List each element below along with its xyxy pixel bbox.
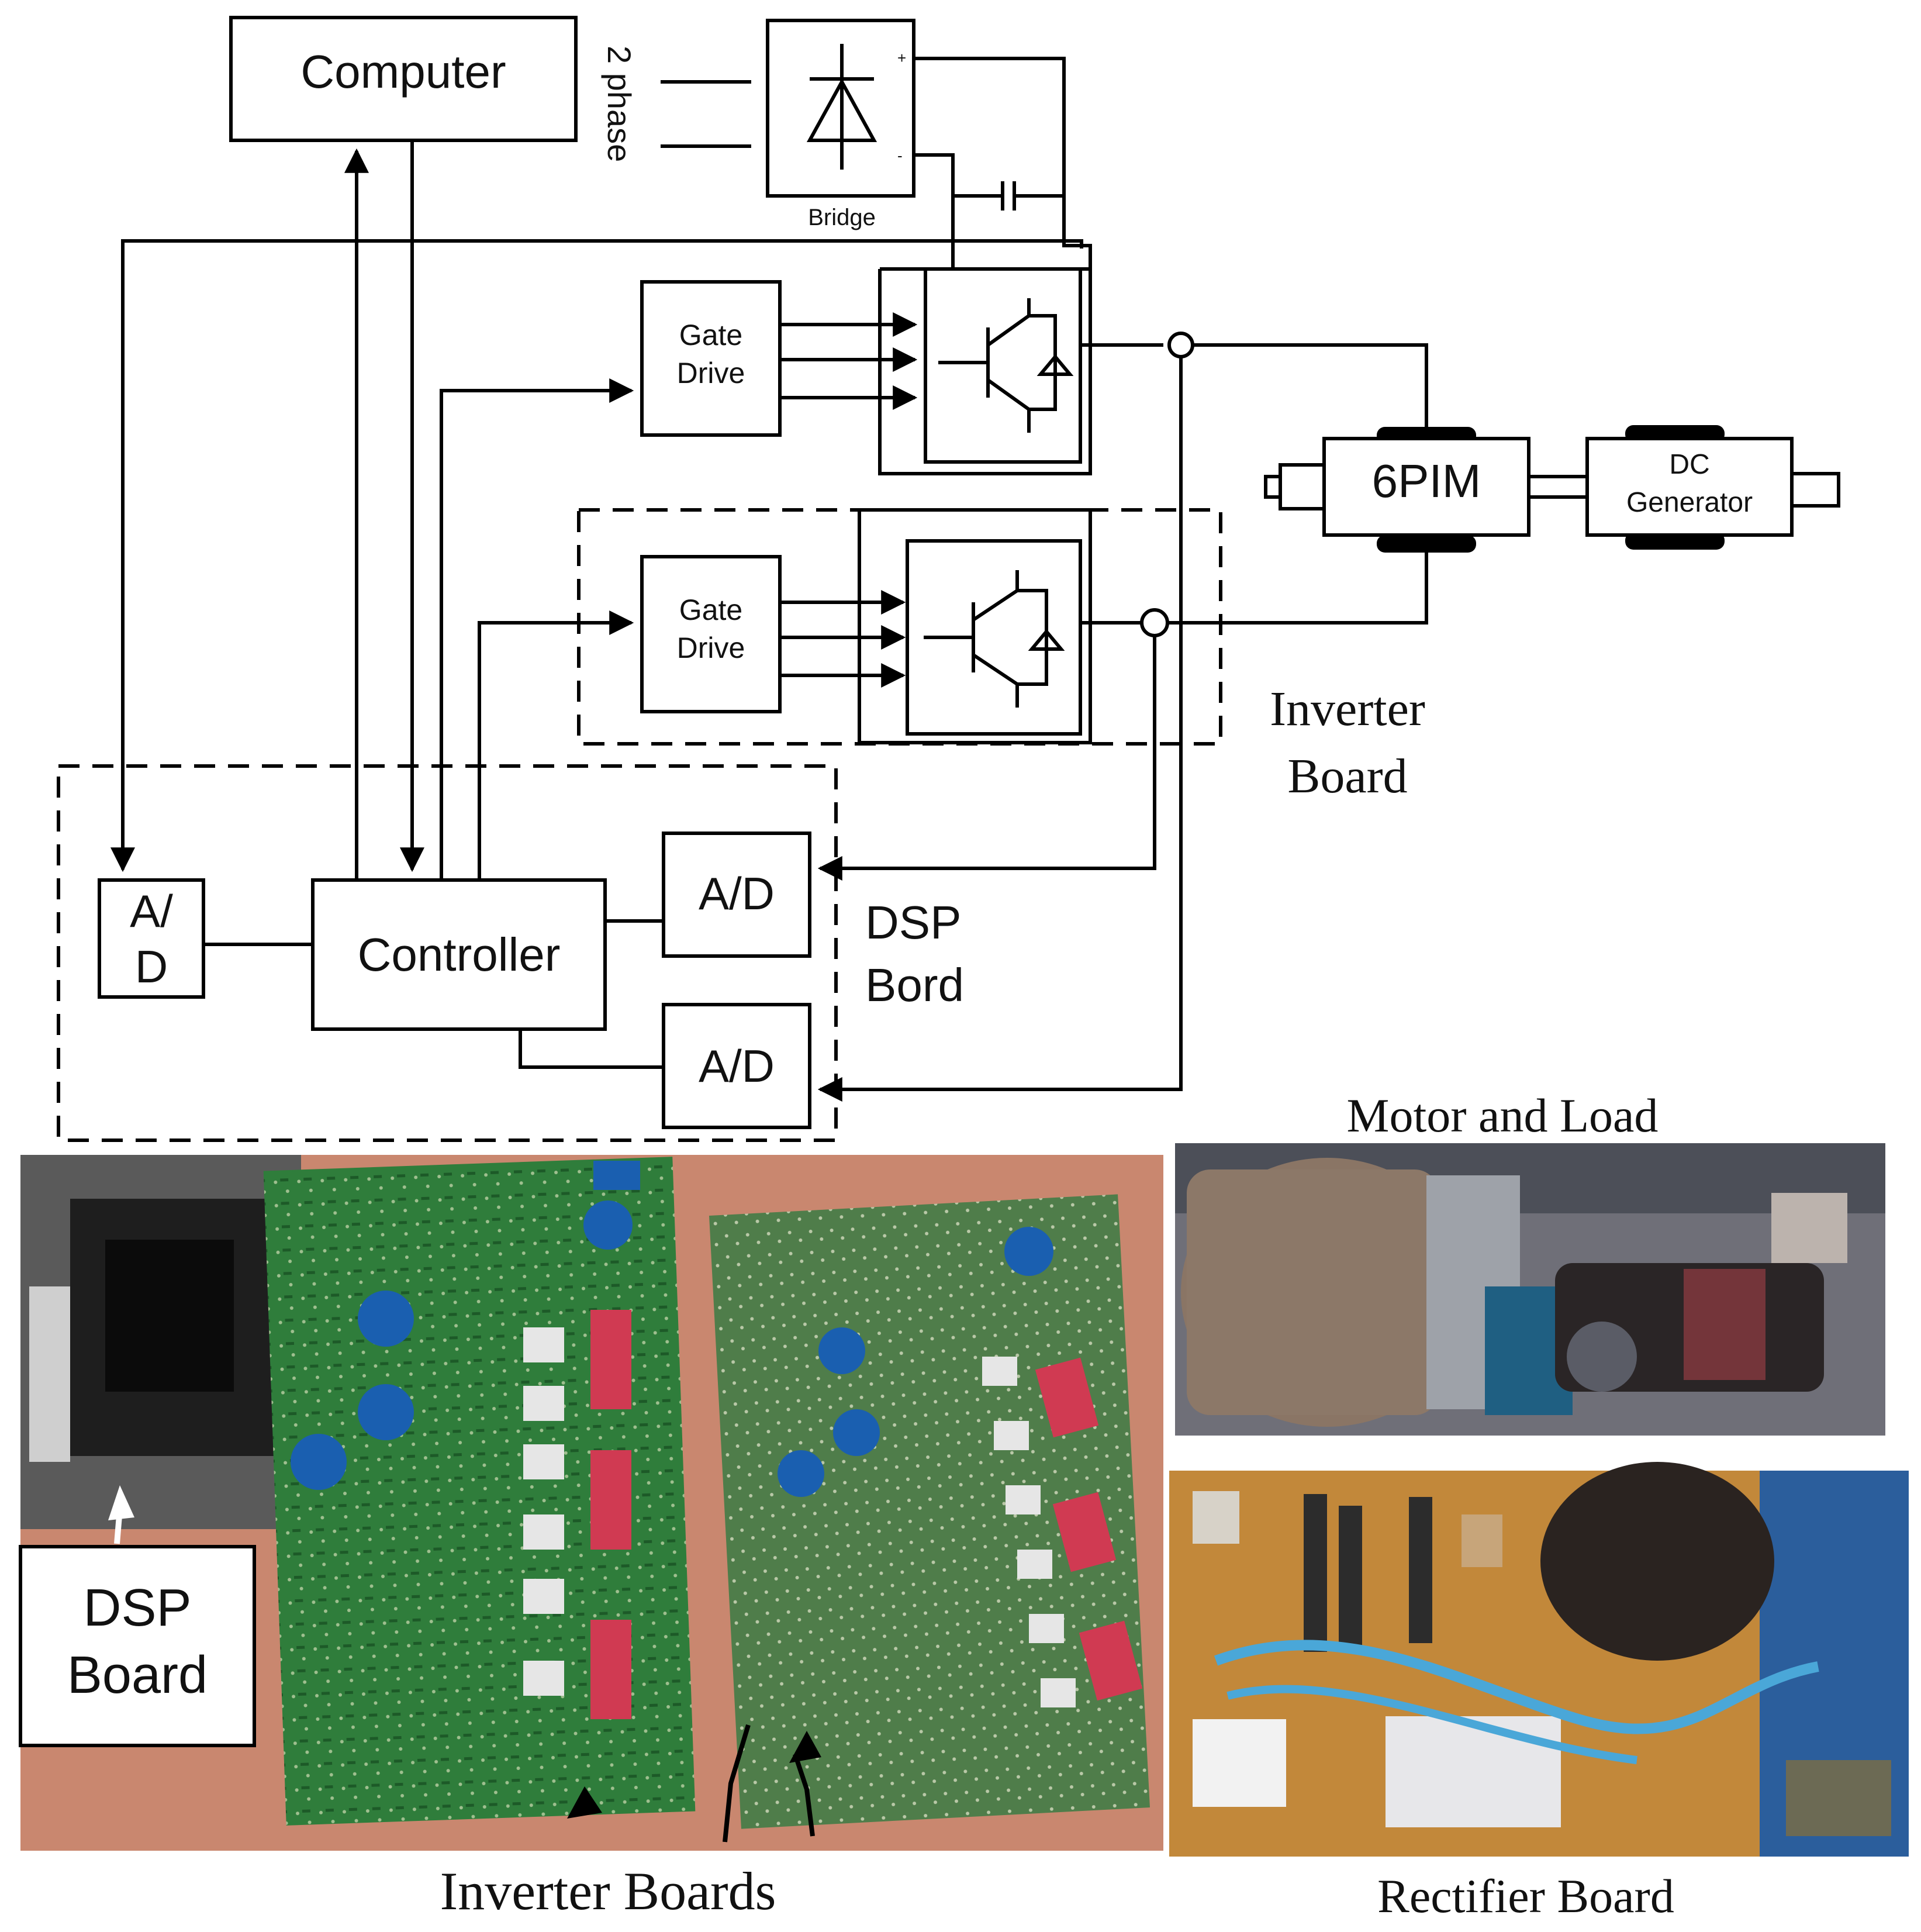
boards-photo: DSP Board [19, 1155, 1163, 1851]
svg-text:+: + [897, 49, 906, 67]
svg-text:Board: Board [67, 1646, 208, 1705]
controller-block: Controller [311, 878, 607, 1031]
signal-wiring [110, 140, 1183, 1102]
svg-text:DSP: DSP [83, 1579, 191, 1637]
svg-text:A/: A/ [130, 885, 173, 937]
svg-text:DSP: DSP [865, 896, 962, 948]
motor-load-photo [1175, 1143, 1885, 1436]
svg-text:Board: Board [1287, 749, 1407, 803]
svg-text:Inverter: Inverter [1270, 682, 1425, 736]
two-phase-input: 2 phase [601, 46, 751, 162]
svg-text:Bord: Bord [865, 959, 964, 1011]
inverter-1: Gate Drive [640, 267, 1428, 475]
svg-text:A/D: A/D [699, 868, 775, 919]
bridge-rectifier: + - Bridge [766, 19, 1092, 474]
motor-photo-caption: Motor and Load [1347, 1089, 1659, 1142]
dsp-board-region: DSP Bord [57, 764, 964, 1142]
svg-text:Drive: Drive [677, 632, 745, 664]
rectifier-photo-caption: Rectifier Board [1377, 1869, 1674, 1923]
computer-block: Computer [229, 16, 578, 142]
svg-text:6PIM: 6PIM [1372, 455, 1481, 507]
svg-text:Gate: Gate [679, 594, 742, 626]
svg-text:Drive: Drive [677, 357, 745, 389]
svg-text:Computer: Computer [300, 46, 506, 98]
svg-text:DC: DC [1669, 449, 1709, 480]
ad-converter-right-1: A/D [662, 832, 811, 958]
boards-photo-caption: Inverter Boards [440, 1861, 776, 1921]
svg-text:D: D [135, 941, 168, 992]
svg-text:Controller: Controller [358, 929, 561, 981]
svg-text:Bridge: Bridge [808, 205, 876, 230]
dc-generator: DC Generator [1585, 425, 1840, 550]
six-phase-motor: 6PIM [1264, 427, 1587, 553]
svg-text:Gate: Gate [679, 319, 742, 351]
inverter-2: Gate Drive [640, 508, 1428, 744]
svg-text:Generator: Generator [1626, 487, 1753, 518]
rectifier-photo [1169, 1462, 1909, 1857]
ad-converter-right-2: A/D [662, 1003, 811, 1129]
svg-text:2 phase: 2 phase [601, 46, 638, 162]
svg-text:-: - [897, 147, 903, 164]
svg-text:A/D: A/D [699, 1040, 775, 1092]
ad-converter-left: A/ D [98, 878, 205, 999]
